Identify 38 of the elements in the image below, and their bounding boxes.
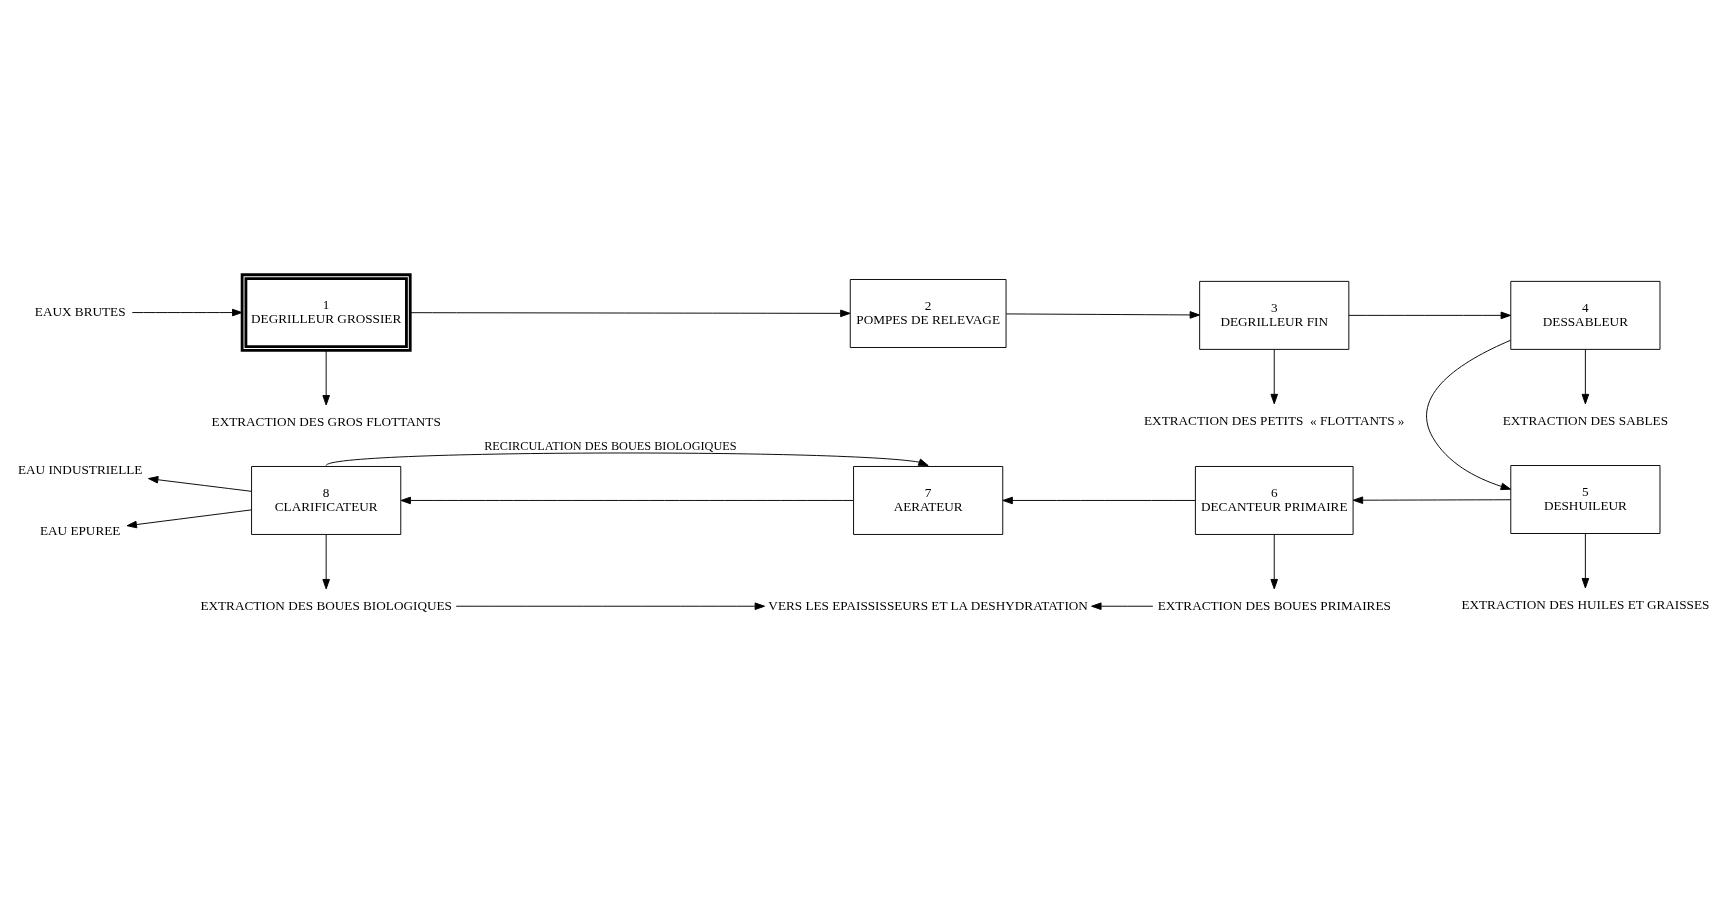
node-box: 2 POMPES DE RELEVAGE	[849, 278, 1007, 348]
node-text: EXTRACTION DES SABLES	[1502, 412, 1669, 428]
arrow	[1091, 601, 1154, 610]
node-text: VERS LES EPAISSISSEURS ET LA DESHYDRATATION	[768, 597, 1088, 613]
arrow	[1348, 311, 1511, 319]
node-box: 3 DEGRILLEUR FIN	[1199, 280, 1350, 350]
arrow	[1581, 532, 1590, 588]
node-box: 8 CLARIFICATEUR	[251, 465, 402, 535]
node-text: EAU INDUSTRIELLE	[17, 461, 143, 477]
edge-label: RECIRCULATION DES BOUES BIOLOGIQUES	[484, 438, 737, 453]
arrow	[1002, 496, 1196, 504]
arrow	[1426, 339, 1512, 490]
node-text: EXTRACTION DES GROS FLOTTANTS	[211, 413, 441, 429]
arrow	[1581, 348, 1590, 404]
arrow	[1270, 348, 1278, 404]
arrow	[455, 601, 765, 610]
node-text: EAU EPUREE	[39, 522, 121, 538]
arrow	[1270, 533, 1278, 589]
arrow	[126, 508, 252, 528]
node-text: EXTRACTION DES HUILES ET GRAISSES	[1461, 596, 1710, 612]
arrow	[1005, 310, 1201, 319]
node-text: EXTRACTION DES PETITS « FLOTTANTS »	[1144, 412, 1405, 428]
node-box: 7 AERATEUR	[853, 465, 1004, 535]
arrow	[1352, 495, 1512, 504]
node-text: EAUX BRUTES	[34, 303, 126, 319]
arrow	[322, 533, 330, 589]
arrow	[148, 475, 252, 492]
arrow	[322, 349, 330, 405]
arrow	[409, 309, 851, 317]
node-text: EXTRACTION DES BOUES PRIMAIRES	[1157, 597, 1391, 613]
arrow	[131, 308, 243, 316]
arrow	[325, 452, 929, 466]
node-box: 4 DESSABLEUR	[1510, 280, 1661, 350]
node-box: 6 DECANTEUR PRIMAIRE	[1194, 465, 1354, 535]
node-box: 1 DEGRILLEUR GROSSIER	[240, 272, 412, 352]
arrow	[400, 496, 854, 504]
node-text: EXTRACTION DES BOUES BIOLOGIQUES	[200, 597, 452, 613]
node-box: 5 DESHUILEUR	[1510, 464, 1661, 534]
